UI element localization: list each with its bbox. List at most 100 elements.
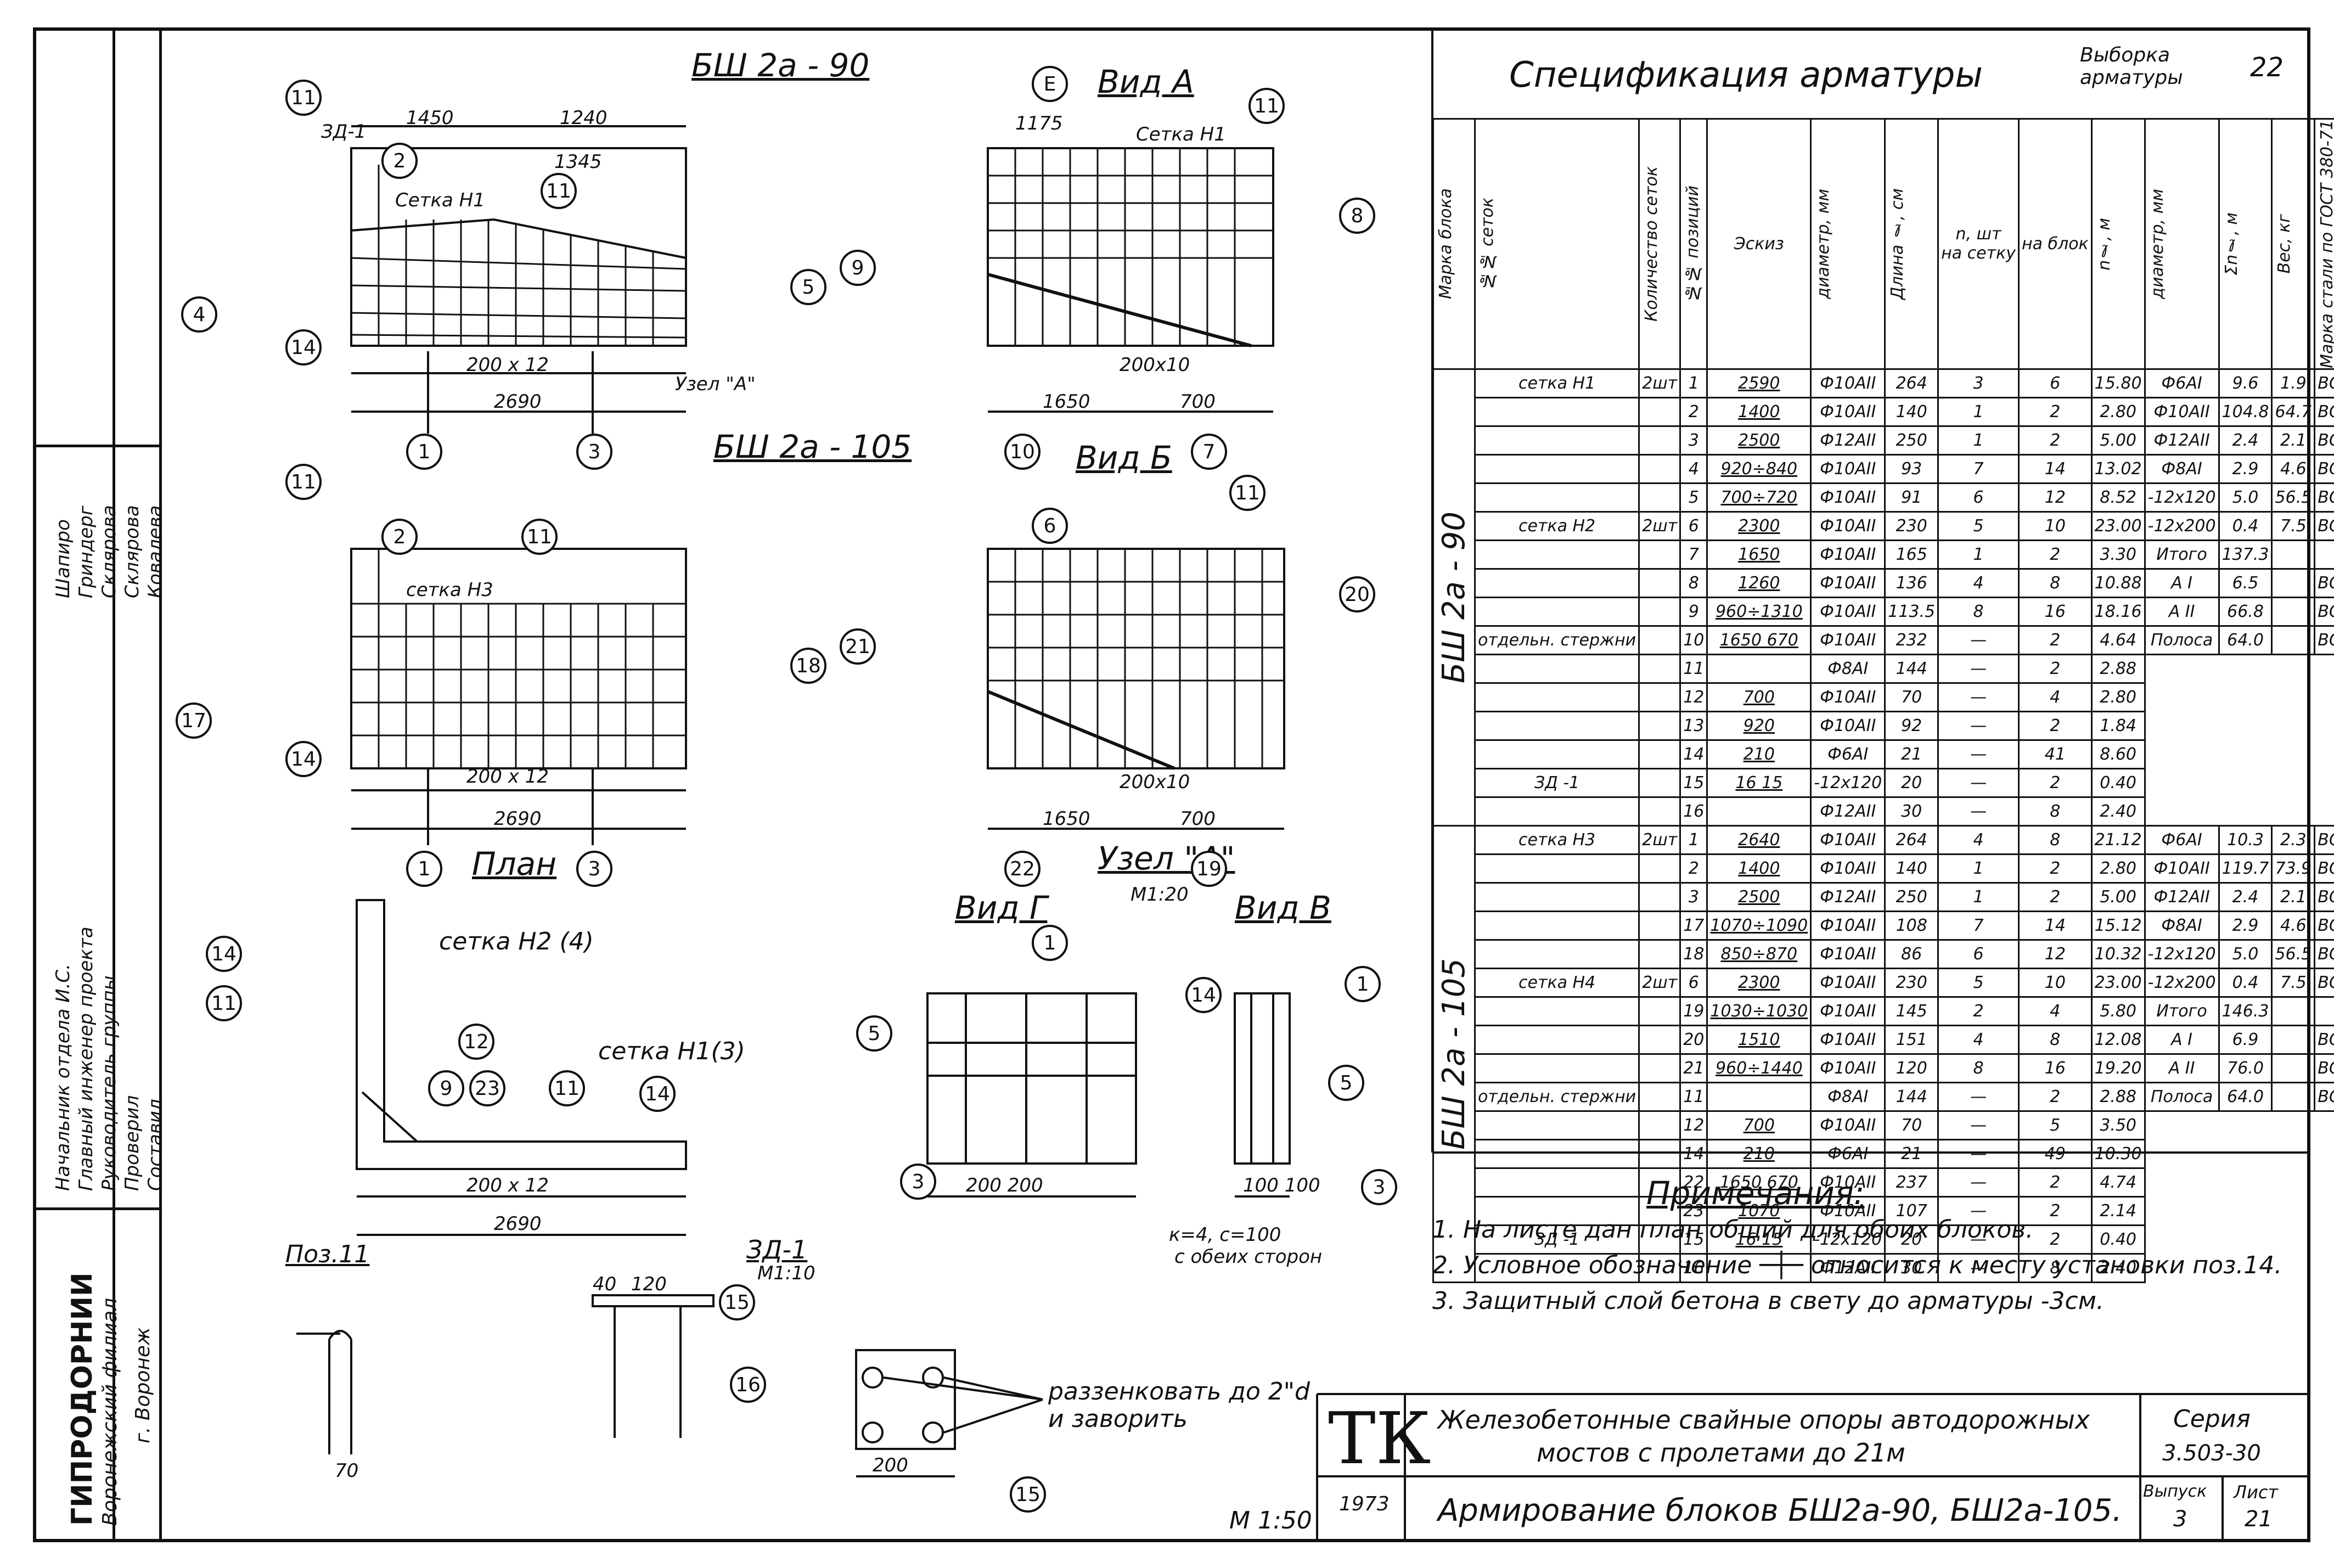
- selection-empty: [2144, 1168, 2334, 1197]
- callout-11d: 11: [285, 464, 322, 500]
- spec-cell-nm: 3: [1937, 368, 2020, 398]
- callout-11h: 11: [549, 1070, 585, 1106]
- spec-cell-d: Ф10АII: [1810, 596, 1886, 627]
- spec-cell-mesh: [1473, 682, 1640, 712]
- spec-cell-nl: 10.88: [2090, 567, 2146, 598]
- elevation-90-outline: [350, 147, 687, 347]
- label-zd1: ЗД-1: [321, 121, 367, 143]
- selection-cell-w: 64.7: [2271, 396, 2316, 427]
- spec-cell-qty: [1638, 938, 1681, 969]
- title-view-v: Вид В: [1235, 889, 1331, 926]
- title-plan: План: [472, 845, 557, 883]
- selection-cell-d: Ф8АI: [2144, 453, 2220, 484]
- selection-empty: [2144, 768, 2334, 797]
- spec-cell-nm: —: [1937, 739, 2020, 769]
- selection-cell-len: 6.5: [2218, 567, 2273, 598]
- spec-cell-nm: —: [1937, 653, 2020, 684]
- spec-cell-pos: 16: [1679, 1252, 1708, 1283]
- spec-cell-qty: [1638, 796, 1681, 827]
- spec-cell-nb: 2: [2017, 1167, 2093, 1198]
- selection-cell-d: Итого: [2144, 539, 2220, 570]
- callout-22: 22: [1004, 851, 1041, 887]
- spec-cell-nm: 1: [1937, 396, 2020, 427]
- selection-cell-st: ВСт3сп2: [2314, 510, 2334, 541]
- callout-11c: 11: [1248, 88, 1285, 124]
- spec-cell-nm: —: [1937, 710, 2020, 741]
- issue-label: Выпуск: [2143, 1482, 2207, 1501]
- spec-cell-pos: 4: [1679, 453, 1708, 484]
- spec-cell-mesh: [1473, 796, 1640, 827]
- spec-cell-nm: —: [1937, 682, 2020, 712]
- block-mark-cell: БШ 2а - 105: [1432, 824, 1476, 1283]
- spec-cell-nl: 4.64: [2090, 625, 2146, 655]
- title-view-a: Вид А: [1098, 63, 1194, 100]
- callout-14d: 14: [639, 1076, 676, 1112]
- spec-cell-l: 140: [1884, 853, 1939, 884]
- selection-cell-st: ВСт5сп2: [2314, 596, 2334, 627]
- label-uzel-a: Узел "А": [675, 373, 756, 395]
- spec-cell-pos: 15: [1679, 1224, 1708, 1255]
- callout-19: 19: [1191, 851, 1227, 887]
- selection-empty: [2144, 683, 2334, 712]
- selection-cell-len: 104.8: [2218, 396, 2273, 427]
- spec-cell-pos: 1: [1679, 368, 1708, 398]
- callout-3d: 3: [1361, 1169, 1397, 1205]
- spec-cell-qty: [1638, 996, 1681, 1026]
- note-2: 2. Условное обозначение ─┼─ относится к …: [1432, 1251, 2282, 1279]
- spec-cell-d: Ф10АII: [1810, 910, 1886, 941]
- selection-cell-st: ВСт3сп2: [2314, 938, 2334, 969]
- spec-cell-d: Ф6АI: [1810, 739, 1886, 769]
- spec-cell-nl: 5.80: [2090, 996, 2146, 1026]
- selection-empty: [2144, 740, 2334, 769]
- spec-cell-pos: 12: [1679, 682, 1708, 712]
- stamp-divider-2: [159, 27, 162, 1542]
- spec-cell-nm: —: [1937, 1110, 2020, 1140]
- selection-cell-st: [2314, 539, 2334, 570]
- spec-cell-d: Ф6АI: [1810, 1138, 1886, 1169]
- spec-cell-qty: [1638, 1024, 1681, 1055]
- spec-cell-sketch: 1070÷1090: [1706, 910, 1812, 941]
- spec-cell-qty: [1638, 1138, 1681, 1169]
- callout-15: 15: [719, 1284, 755, 1320]
- selection-cell-len: 0.4: [2218, 510, 2273, 541]
- header-pos: №№ позиций: [1683, 186, 1703, 302]
- callout-2b: 2: [381, 519, 418, 555]
- selection-cell-st: ВСт3сп2: [2314, 967, 2334, 998]
- sheet-number-top: 22: [2250, 52, 2284, 83]
- selection-cell-len: 5.0: [2218, 938, 2273, 969]
- selection-cell-len: 76.0: [2218, 1053, 2273, 1083]
- spec-cell-qty: [1638, 539, 1681, 570]
- view-v-outline: [1234, 992, 1291, 1165]
- callout-18: 18: [790, 648, 826, 684]
- spec-cell-d: Ф10АII: [1810, 938, 1886, 969]
- spec-cell-mesh: [1473, 1110, 1640, 1140]
- header-diam: диаметр, мм: [1814, 189, 1834, 299]
- selection-cell-d: -12х200: [2144, 967, 2220, 998]
- spec-cell-qty: [1638, 1195, 1681, 1226]
- spec-cell-mesh: [1473, 596, 1640, 627]
- spec-cell-pos: 2: [1679, 853, 1708, 884]
- spec-cell-nb: 4: [2017, 996, 2093, 1026]
- spec-cell-mesh: ЗД -1: [1473, 1224, 1640, 1255]
- spec-cell-d: Ф10АII: [1810, 1195, 1886, 1226]
- dim-40: 40: [593, 1273, 617, 1295]
- selection-cell-len: 10.3: [2218, 824, 2273, 855]
- spec-cell-l: 145: [1884, 996, 1939, 1026]
- spec-cell-nb: 2: [2017, 539, 2093, 570]
- spec-row: 4920÷840Ф10АII9371413.02Ф8АI2.94.6ВСт3сп…: [1433, 453, 2334, 484]
- spec-cell-pos: 1: [1679, 824, 1708, 855]
- spec-cell-d: Ф10АII: [1810, 625, 1886, 655]
- spec-title: Спецификация арматуры: [1509, 55, 1983, 95]
- spec-cell-mesh: [1473, 567, 1640, 598]
- label-setka-n2-4: сетка Н2 (4): [439, 928, 594, 956]
- spec-cell-pos: 23: [1679, 1195, 1708, 1226]
- dim-2690-plan: 2690: [494, 1213, 542, 1235]
- spec-cell-nm: —: [1937, 1167, 2020, 1198]
- selection-cell-len: 2.4: [2218, 881, 2273, 912]
- spec-cell-pos: 9: [1679, 596, 1708, 627]
